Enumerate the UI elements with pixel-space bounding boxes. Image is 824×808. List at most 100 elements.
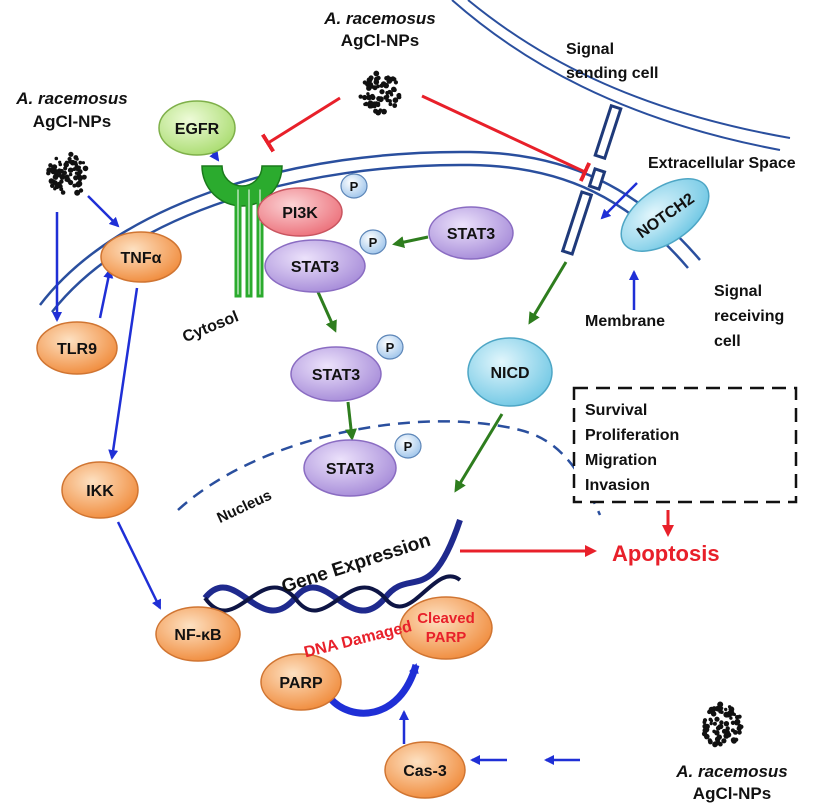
outcome-migration: Migration	[585, 452, 657, 469]
nanoparticle-cluster-icon	[358, 70, 402, 116]
pi3k-label: PI3K	[282, 205, 318, 222]
outcome-survival: Survival	[585, 402, 647, 419]
nanoparticle-dot	[376, 75, 381, 81]
nanoparticle-dot	[72, 183, 77, 188]
nanoparticle-dot	[68, 151, 74, 157]
nanoparticle-dot	[712, 721, 717, 726]
nanoparticle-dot	[53, 169, 59, 175]
cleaved-parp-node: Cleaved PARP	[399, 596, 493, 660]
nanoparticle-dot	[393, 80, 398, 85]
np-left-species: A. racemosus	[15, 89, 128, 108]
nanoparticle-dot	[715, 705, 721, 712]
nanoparticle-dot	[72, 167, 76, 171]
svg-text:P: P	[350, 179, 359, 194]
nanoparticle-dot	[51, 166, 56, 171]
nanoparticle-dot	[62, 170, 67, 175]
nanoparticle-dot	[376, 96, 382, 102]
nanoparticle-dot	[710, 710, 716, 716]
nanoparticle-dot	[721, 728, 727, 734]
nucleus-label: Nucleus	[214, 487, 274, 527]
apoptosis-label: Apoptosis	[612, 541, 720, 566]
egfr-receptor-shape	[201, 165, 283, 298]
nanoparticle-dot	[366, 85, 372, 91]
nucleus-envelope	[177, 420, 602, 516]
nanoparticle-dot	[702, 718, 708, 723]
nanoparticle-dot	[58, 160, 62, 164]
tlr9-label: TLR9	[57, 341, 97, 358]
nanoparticle-dot	[77, 175, 84, 181]
nanoparticle-dot	[375, 109, 382, 116]
nanoparticle-dot	[379, 89, 385, 95]
pi3k-node: PI3K	[257, 187, 343, 237]
nanoparticle-dot	[366, 92, 370, 96]
nanoparticle-dot	[376, 101, 381, 106]
nanoparticle-dot	[57, 173, 62, 178]
nanoparticle-dot	[721, 738, 727, 744]
np-left-name: AgCl-NPs	[33, 112, 111, 131]
nanoparticle-dot	[385, 90, 390, 95]
outcome-proliferation: Proliferation	[585, 427, 679, 444]
cas3-node: Cas-3	[384, 741, 466, 799]
signal-sending-cell-membrane	[451, 0, 791, 151]
np-bottom-name: AgCl-NPs	[693, 784, 771, 803]
nanoparticle-dot	[727, 705, 732, 709]
nanoparticle-dot	[737, 714, 742, 719]
cleaved-parp-label-1: Cleaved	[417, 610, 475, 627]
nanoparticle-dot	[67, 167, 74, 173]
nanoparticle-dot	[73, 155, 79, 160]
stat3-phospho-3: P	[394, 433, 422, 459]
nanoparticle-dot	[386, 77, 390, 81]
signal-receiving-label-2: receiving	[714, 308, 784, 325]
nanoparticle-dot	[74, 162, 78, 167]
ikk-node: IKK	[61, 461, 139, 519]
stat3-phospho-2: P	[376, 334, 404, 360]
nanoparticle-dot	[358, 94, 363, 99]
nanoparticle-dot	[373, 70, 380, 77]
notch2-node: NOTCH2	[620, 178, 710, 252]
nanoparticle-dot	[81, 174, 87, 180]
parp-label: PARP	[279, 675, 323, 692]
nanoparticle-dot	[730, 720, 736, 725]
signal-receiving-label-3: cell	[714, 333, 741, 350]
svg-text:P: P	[369, 235, 378, 250]
nanoparticle-dot	[77, 169, 83, 175]
egfr-label: EGFR	[175, 121, 220, 138]
svg-text:STAT3: STAT3	[312, 367, 360, 384]
parp-node: PARP	[260, 653, 342, 711]
nicd-node: NICD	[467, 337, 553, 407]
stat3-node-free: STAT3	[428, 206, 514, 260]
nanoparticle-dot	[703, 726, 710, 733]
svg-text:P: P	[386, 340, 395, 355]
cas3-label: Cas-3	[403, 763, 447, 780]
nanoparticle-dot	[78, 160, 83, 165]
nfkb-label: NF-κB	[174, 627, 221, 644]
nanoparticle-dot	[368, 75, 374, 81]
svg-text:STAT3: STAT3	[326, 461, 374, 478]
notch-receptor-shape	[560, 103, 623, 256]
nanoparticle-dot	[54, 156, 59, 161]
signal-sending-label-2: sending cell	[566, 65, 658, 82]
nanoparticle-dot	[392, 87, 397, 93]
nanoparticle-dot	[75, 181, 82, 188]
nanoparticle-dot	[396, 92, 402, 98]
nanoparticle-dot	[82, 165, 89, 172]
nanoparticle-dot	[715, 740, 721, 746]
nanoparticle-dot	[728, 710, 735, 716]
cytosol-label: Cytosol	[180, 308, 241, 346]
nanoparticle-dot	[68, 179, 74, 186]
nanoparticle-dot	[731, 737, 737, 744]
membrane-label: Membrane	[585, 313, 665, 330]
svg-text:STAT3: STAT3	[447, 226, 495, 243]
signal-receiving-label-1: Signal	[714, 283, 762, 300]
nanoparticle-dot	[724, 707, 728, 712]
np-top-species: A. racemosus	[323, 9, 436, 28]
nanoparticle-dot	[737, 730, 742, 735]
nanoparticle-dot	[59, 179, 64, 184]
nanoparticle-dot	[736, 725, 742, 732]
np-top-name: AgCl-NPs	[341, 31, 419, 50]
stat3-phospho-1: P	[359, 229, 387, 255]
nanoparticle-dot	[723, 721, 730, 727]
nanoparticle-dot	[60, 190, 66, 195]
